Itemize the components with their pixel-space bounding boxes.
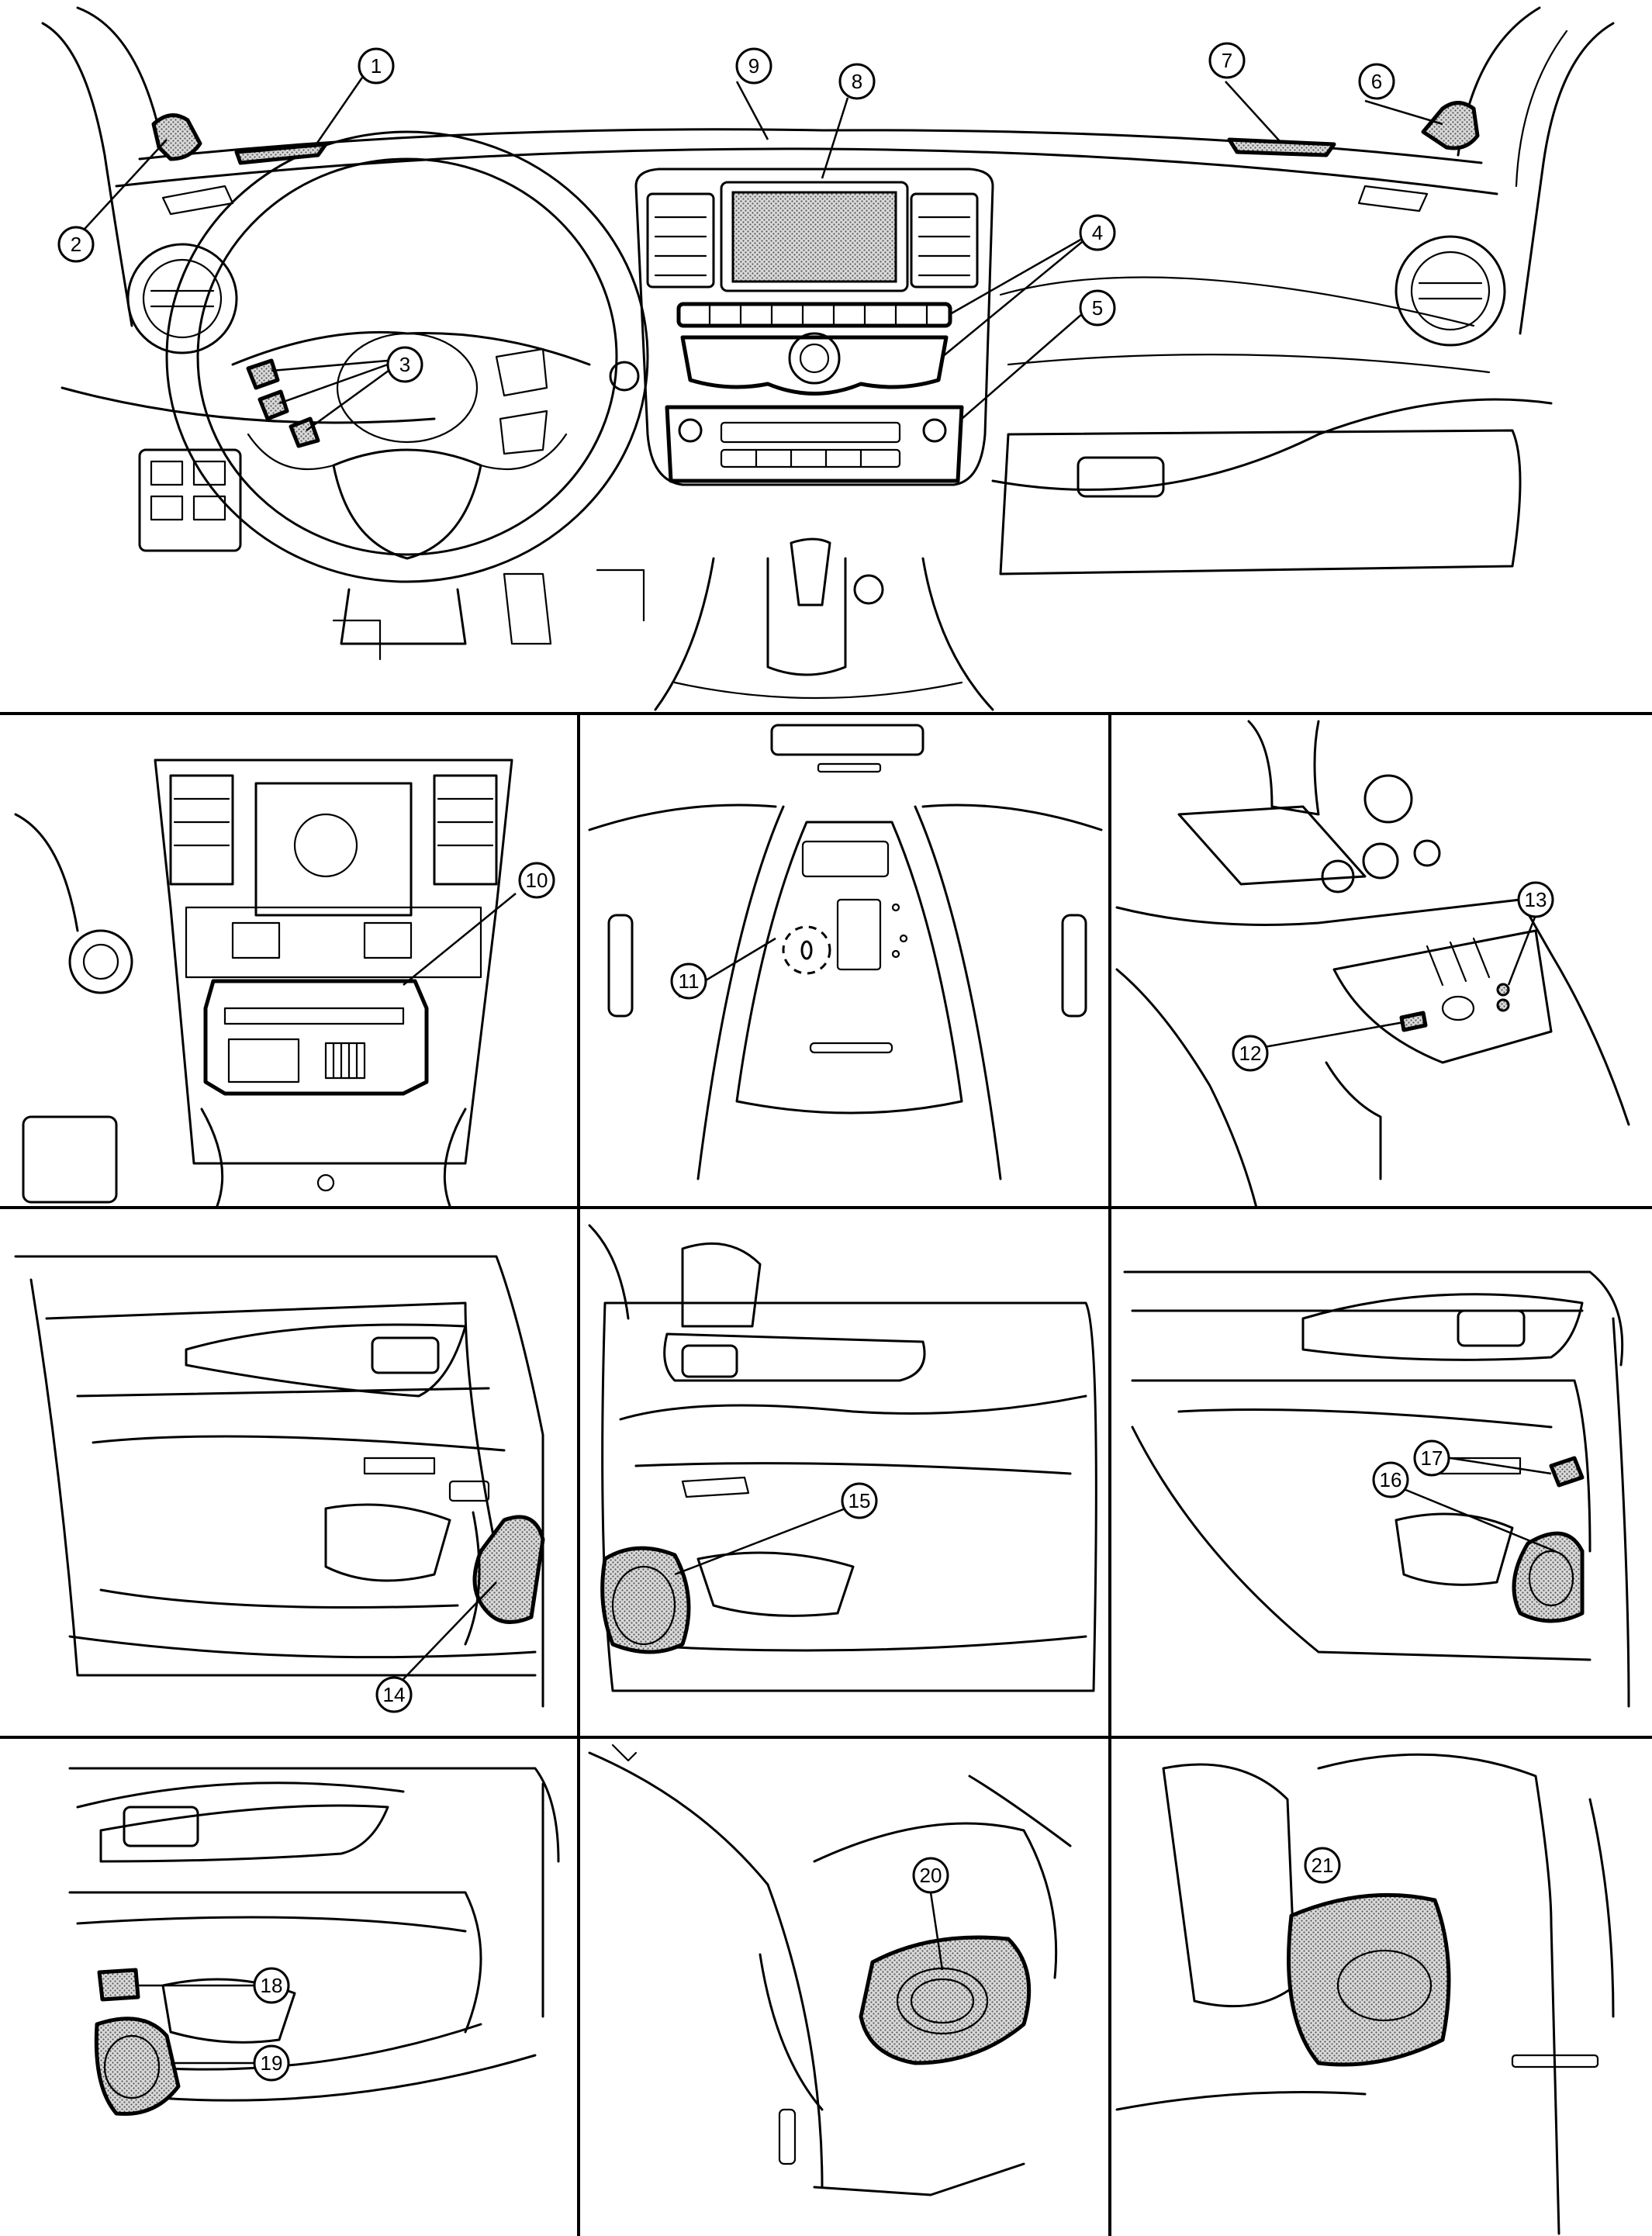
callout-19: 19 xyxy=(253,2044,290,2082)
callout-8: 8 xyxy=(838,63,876,100)
callout-20: 20 xyxy=(912,1857,949,1894)
callout-label: 11 xyxy=(679,969,700,993)
woofer-panel xyxy=(1115,1753,1615,2235)
callout-label: 2 xyxy=(71,233,81,256)
callout-15: 15 xyxy=(841,1482,878,1519)
rear-tweeter-highlight xyxy=(1549,1456,1585,1488)
callout-label: 6 xyxy=(1371,70,1382,93)
console-jack-panel xyxy=(1115,720,1630,1209)
callout-6: 6 xyxy=(1358,63,1395,100)
callout-label: 15 xyxy=(848,1489,871,1512)
callout-label: 9 xyxy=(748,54,759,78)
usb-jack-highlight xyxy=(1399,1011,1428,1032)
rear-door-speaker-highlight xyxy=(94,2017,181,2117)
tweeter-1-highlight xyxy=(234,142,328,165)
callout-9: 9 xyxy=(735,47,772,85)
rear-tweeter-highlight xyxy=(97,1968,140,2002)
microphone-location-circle xyxy=(782,925,831,975)
rear-pillar-speaker-highlight xyxy=(859,1935,1032,2065)
callout-2: 2 xyxy=(57,226,95,263)
audio-unit-panel xyxy=(14,759,513,1208)
rear-left-door-panel xyxy=(68,1767,560,2117)
callout-10: 10 xyxy=(518,862,555,899)
callout-3: 3 xyxy=(386,346,423,383)
overhead-mic-panel xyxy=(588,724,1103,1180)
callout-label: 8 xyxy=(852,70,862,93)
callout-label: 19 xyxy=(261,2051,283,2075)
dashboard-panel xyxy=(41,6,1615,711)
callout-label: 17 xyxy=(1421,1446,1443,1470)
callout-label: 18 xyxy=(261,1974,283,1997)
callout-17: 17 xyxy=(1413,1439,1450,1477)
panel-grid xyxy=(0,712,1652,2236)
callout-label: 10 xyxy=(526,869,548,892)
steering-switch-highlight xyxy=(246,358,280,390)
audio-unit-box xyxy=(203,979,429,1096)
callout-7: 7 xyxy=(1208,42,1246,79)
callout-label: 16 xyxy=(1380,1468,1402,1491)
callout-14: 14 xyxy=(375,1676,413,1713)
control-panel-outline xyxy=(680,335,949,396)
leader-lines xyxy=(77,77,1556,2065)
callout-label: 4 xyxy=(1092,221,1103,244)
callout-16: 16 xyxy=(1372,1461,1409,1498)
front-door-speaker-highlight xyxy=(600,1546,691,1654)
callout-18: 18 xyxy=(253,1967,290,2004)
tweeter-2-highlight xyxy=(151,113,202,161)
woofer-highlight xyxy=(1287,1892,1451,2067)
tweeter-6-highlight xyxy=(1421,101,1480,150)
front-right-door-panel xyxy=(588,1224,1097,1692)
callout-label: 7 xyxy=(1222,49,1232,72)
steering-switch-highlight xyxy=(257,389,289,421)
rear-pillar-speaker-panel xyxy=(588,1744,1072,2196)
callout-label: 13 xyxy=(1525,888,1547,911)
callout-11: 11 xyxy=(670,962,707,1000)
steering-switch-highlight xyxy=(289,416,320,448)
callout-21: 21 xyxy=(1304,1847,1341,1884)
rear-right-door-panel xyxy=(1123,1270,1630,1708)
rear-door-speaker-highlight xyxy=(1512,1531,1585,1623)
callout-12: 12 xyxy=(1232,1035,1269,1072)
display-screen-highlight xyxy=(731,191,897,283)
front-left-door-panel xyxy=(14,1255,545,1708)
callout-label: 20 xyxy=(920,1864,942,1887)
callout-label: 14 xyxy=(383,1683,406,1706)
callout-13: 13 xyxy=(1517,881,1554,918)
callout-label: 1 xyxy=(371,54,382,78)
callout-4: 4 xyxy=(1079,214,1116,251)
audio-unit-faceplate xyxy=(665,405,964,483)
callout-1: 1 xyxy=(358,47,395,85)
callout-5: 5 xyxy=(1079,289,1116,327)
tweeter-7-highlight xyxy=(1227,137,1336,157)
callout-label: 5 xyxy=(1092,296,1103,320)
callout-label: 12 xyxy=(1239,1042,1262,1065)
front-door-speaker-highlight xyxy=(472,1515,545,1624)
preset-button-row xyxy=(676,302,952,328)
callout-label: 3 xyxy=(399,353,410,376)
callout-label: 21 xyxy=(1312,1854,1334,1877)
